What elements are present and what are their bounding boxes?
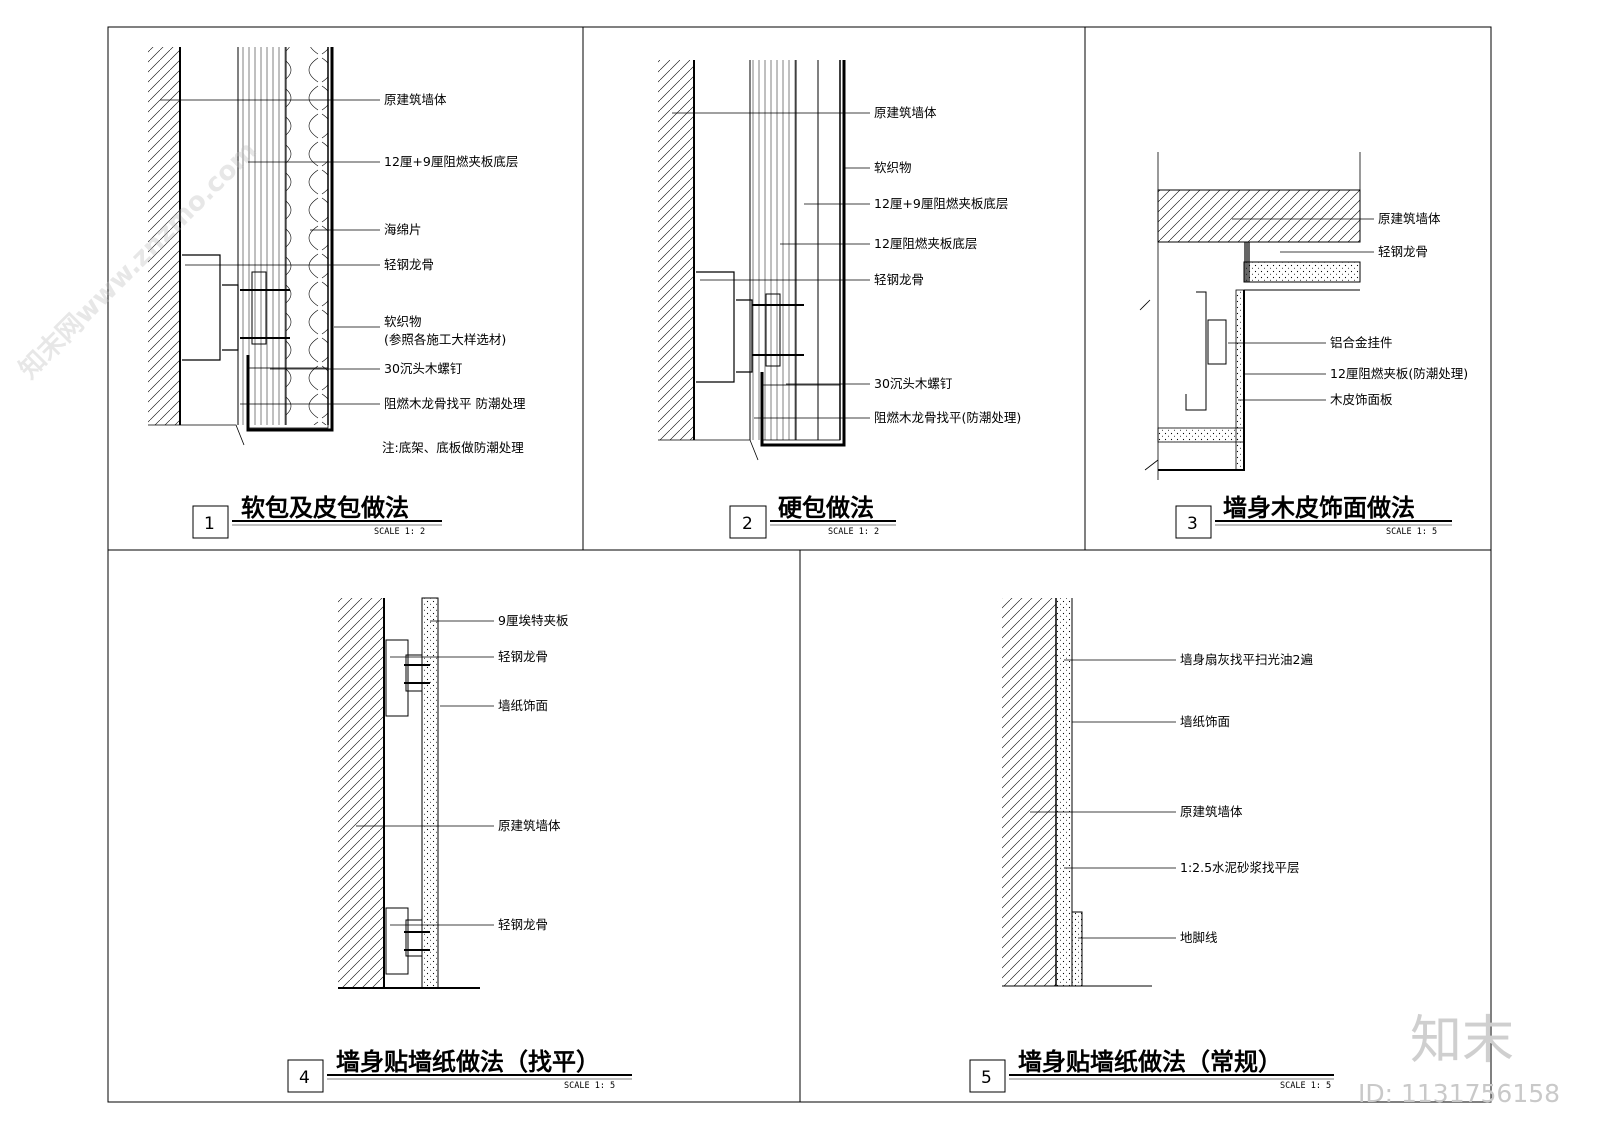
panel-3-leaders — [1228, 218, 1374, 401]
label-veneer-panel: 木皮饰面板 — [1330, 392, 1393, 407]
label-original-wall: 原建筑墙体 — [384, 92, 447, 107]
label-original-wall: 原建筑墙体 — [498, 818, 561, 833]
panel-4-title: 墙身贴墙纸做法（找平） — [336, 1048, 600, 1076]
panel-4-title-block: 4 墙身贴墙纸做法（找平） SCALE 1: 5 — [287, 1048, 632, 1093]
panel-3-detail — [1139, 152, 1361, 480]
panel-5-number: 5 — [981, 1068, 992, 1088]
panel-5-title: 墙身贴墙纸做法（常规） — [1018, 1048, 1282, 1076]
watermark-brand-logo: 知末 — [1410, 1011, 1514, 1071]
panel-2-labels: 原建筑墙体 软织物 12厘+9厘阻燃夹板底层 12厘阻燃夹板底层 轻钢龙骨 30… — [874, 105, 1021, 425]
label-screw: 30沉头木螺钉 — [384, 361, 463, 376]
panel-5-leaders — [1030, 659, 1176, 939]
label-steel-keel-lower: 轻钢龙骨 — [498, 917, 548, 932]
label-screw: 30沉头木螺钉 — [874, 376, 953, 391]
panel-1-title: 软包及皮包做法 — [241, 494, 409, 522]
panel-1-note: 注:底架、底板做防潮处理 — [382, 440, 524, 455]
panel-3-number: 3 — [1187, 514, 1198, 534]
label-steel-keel: 轻钢龙骨 — [874, 272, 924, 287]
label-original-wall: 原建筑墙体 — [874, 105, 937, 120]
panel-4-number: 4 — [299, 1068, 310, 1088]
watermark-id: ID: 1131756158 — [1358, 1079, 1560, 1108]
panel-4-leaders — [356, 620, 494, 926]
label-eter-plywood: 9厘埃特夹板 — [498, 613, 569, 628]
panel-2-detail — [658, 60, 846, 461]
label-original-wall: 原建筑墙体 — [1180, 804, 1243, 819]
label-cement-mortar: 1:2.5水泥砂浆找平层 — [1180, 860, 1300, 875]
panel-2-title: 硬包做法 — [778, 494, 874, 522]
panel-2-leaders — [672, 112, 870, 419]
panel-5-detail — [1002, 598, 1152, 987]
panel-1-title-block: 1 软包及皮包做法 SCALE 1: 2 — [192, 494, 442, 539]
label-steel-keel: 轻钢龙骨 — [498, 649, 548, 664]
panel-5-scale: SCALE 1: 5 — [1280, 1081, 1331, 1091]
panel-2-number: 2 — [742, 514, 753, 534]
panel-3-title: 墙身木皮饰面做法 — [1223, 494, 1415, 522]
panel-2-title-block: 2 硬包做法 SCALE 1: 2 — [729, 494, 896, 539]
label-steel-keel: 轻钢龙骨 — [1378, 244, 1428, 259]
panel-1-labels: 原建筑墙体 12厘+9厘阻燃夹板底层 海绵片 轻钢龙骨 软织物 (参照各施工大样… — [382, 92, 526, 455]
sheet-frame — [107, 26, 1492, 1103]
label-wallpaper: 墙纸饰面 — [1180, 714, 1230, 729]
panel-3-title-block: 3 墙身木皮饰面做法 SCALE 1: 5 — [1175, 494, 1452, 539]
panel-3-labels: 原建筑墙体 轻钢龙骨 铝合金挂件 12厘阻燃夹板(防潮处理) 木皮饰面板 — [1330, 211, 1468, 407]
label-12mm-plywood: 12厘阻燃夹板底层 — [874, 236, 977, 251]
label-plywood-base: 12厘+9厘阻燃夹板底层 — [384, 154, 518, 169]
panel-2-scale: SCALE 1: 2 — [828, 527, 879, 537]
panel-1-detail — [148, 47, 334, 446]
label-12mm-plywood: 12厘阻燃夹板(防潮处理) — [1330, 366, 1468, 381]
label-original-wall: 原建筑墙体 — [1378, 211, 1441, 226]
label-wallpaper: 墙纸饰面 — [498, 698, 548, 713]
panel-3-scale: SCALE 1: 5 — [1386, 527, 1437, 537]
panel-5-labels: 墙身扇灰找平扫光油2遍 墙纸饰面 原建筑墙体 1:2.5水泥砂浆找平层 地脚线 — [1180, 652, 1313, 945]
panel-5-title-block: 5 墙身贴墙纸做法（常规） SCALE 1: 5 — [969, 1048, 1334, 1093]
panel-4-labels: 9厘埃特夹板 轻钢龙骨 墙纸饰面 原建筑墙体 轻钢龙骨 — [498, 613, 569, 932]
label-fabric-note: (参照各施工大样选材) — [384, 332, 506, 347]
label-wood-keel: 阻燃木龙骨找平 防潮处理 — [384, 396, 526, 411]
panel-1-number: 1 — [204, 514, 215, 534]
panel-4-detail — [338, 597, 480, 989]
panel-4-scale: SCALE 1: 5 — [564, 1081, 615, 1091]
label-skirting: 地脚线 — [1180, 930, 1218, 945]
label-steel-keel: 轻钢龙骨 — [384, 257, 434, 272]
watermark-text: 知末网www.znzmo.com — [14, 136, 263, 385]
label-aluminum-hanger: 铝合金挂件 — [1330, 335, 1393, 350]
label-putty-finish: 墙身扇灰找平扫光油2遍 — [1180, 652, 1313, 667]
label-plywood-base: 12厘+9厘阻燃夹板底层 — [874, 196, 1008, 211]
panel-1-leaders — [160, 99, 380, 405]
label-wood-keel: 阻燃木龙骨找平(防潮处理) — [874, 410, 1021, 425]
label-sponge: 海绵片 — [384, 222, 422, 237]
label-fabric: 软织物 — [384, 314, 422, 329]
panel-1-scale: SCALE 1: 2 — [374, 527, 425, 537]
label-fabric: 软织物 — [874, 160, 912, 175]
